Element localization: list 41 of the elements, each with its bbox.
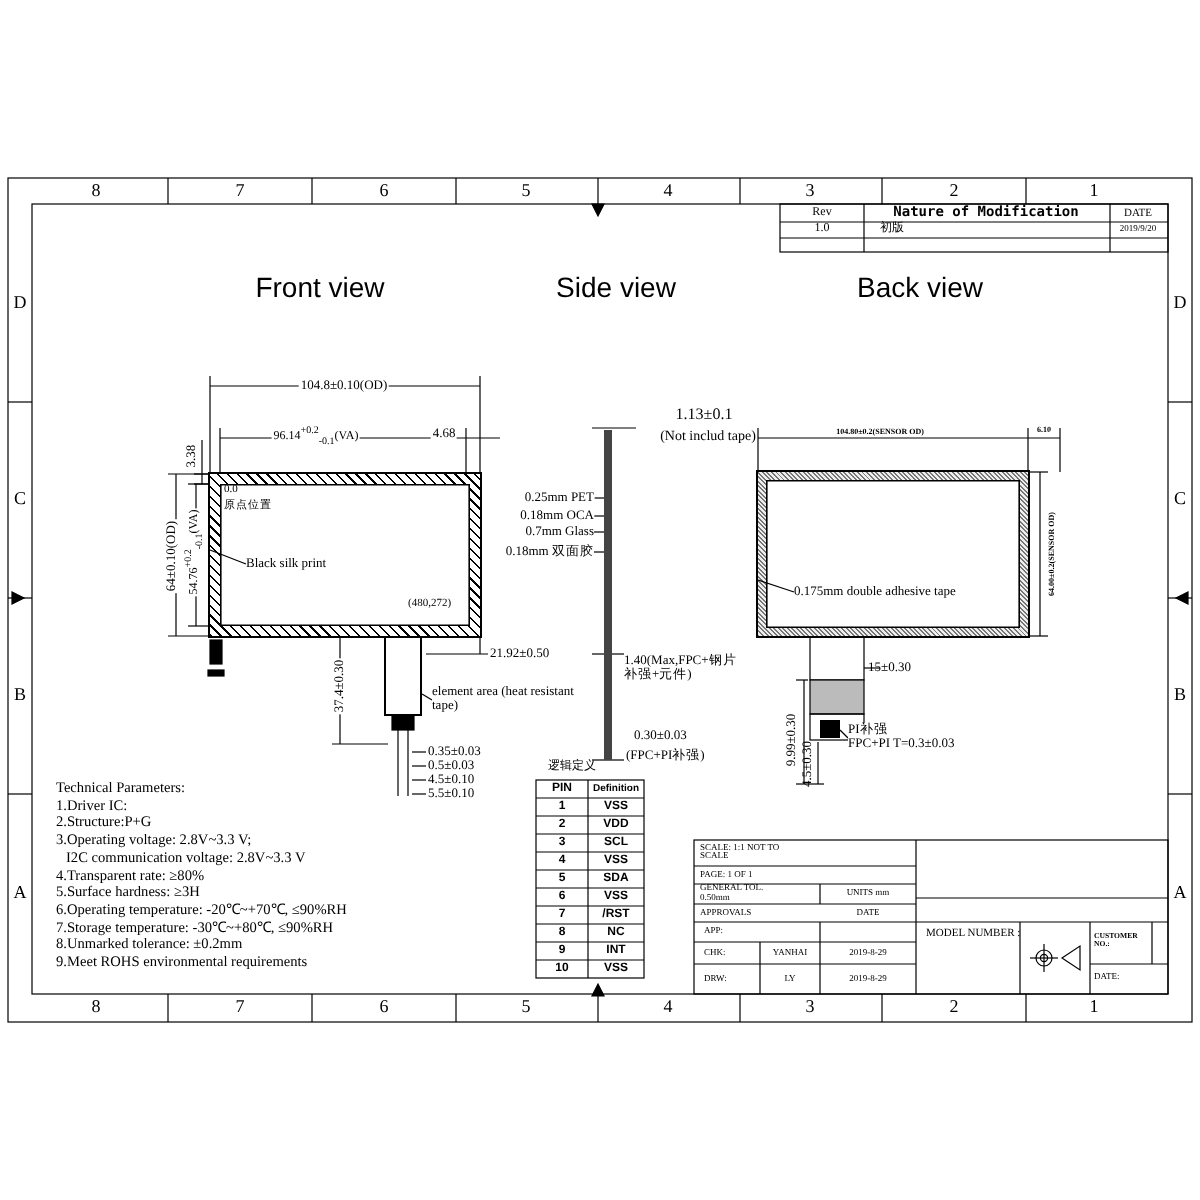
grid-letter: C xyxy=(14,490,26,510)
grid-number: 3 xyxy=(805,182,815,202)
grid-number: 6 xyxy=(379,998,389,1018)
leader-line xyxy=(593,551,605,553)
grid-number: 2 xyxy=(949,182,959,202)
leader-line xyxy=(593,515,605,517)
leader-line xyxy=(593,531,605,533)
pi-stiffener xyxy=(820,720,840,738)
grid-number: 3 xyxy=(805,998,815,1018)
leader-line xyxy=(839,729,849,739)
view-title: Back view xyxy=(856,272,984,304)
leader-line xyxy=(209,549,247,565)
grid-number: 6 xyxy=(379,182,389,202)
grid-letter: A xyxy=(13,884,27,904)
grid-number: 4 xyxy=(663,998,673,1018)
dimension-text: 1.13±0.1 xyxy=(675,407,733,425)
layer-stack xyxy=(604,430,612,760)
grid-number: 8 xyxy=(91,998,101,1018)
grid-letter: C xyxy=(1174,490,1186,510)
leader-line xyxy=(421,693,433,701)
leader-line xyxy=(757,579,795,593)
grid-letter: D xyxy=(13,294,27,314)
fpc-tail xyxy=(384,636,422,716)
grid-number: 7 xyxy=(235,182,245,202)
grid-number: 7 xyxy=(235,998,245,1018)
grid-number: 2 xyxy=(949,998,959,1018)
grid-letter: D xyxy=(1173,294,1187,314)
grid-letter: A xyxy=(1173,884,1187,904)
leader-line xyxy=(593,497,605,499)
back-panel xyxy=(758,472,1028,636)
grid-number: 4 xyxy=(663,182,673,202)
grid-letter: B xyxy=(14,686,26,706)
view-title: Front view xyxy=(255,272,385,304)
grid-number: 5 xyxy=(521,998,531,1018)
grid-number: 1 xyxy=(1089,998,1099,1018)
grid-number: 1 xyxy=(1089,182,1099,202)
front-panel xyxy=(210,474,480,636)
view-title: Side view xyxy=(556,272,676,304)
grid-number: 8 xyxy=(91,182,101,202)
grid-number: 5 xyxy=(521,182,531,202)
grid-letter: B xyxy=(1174,686,1186,706)
